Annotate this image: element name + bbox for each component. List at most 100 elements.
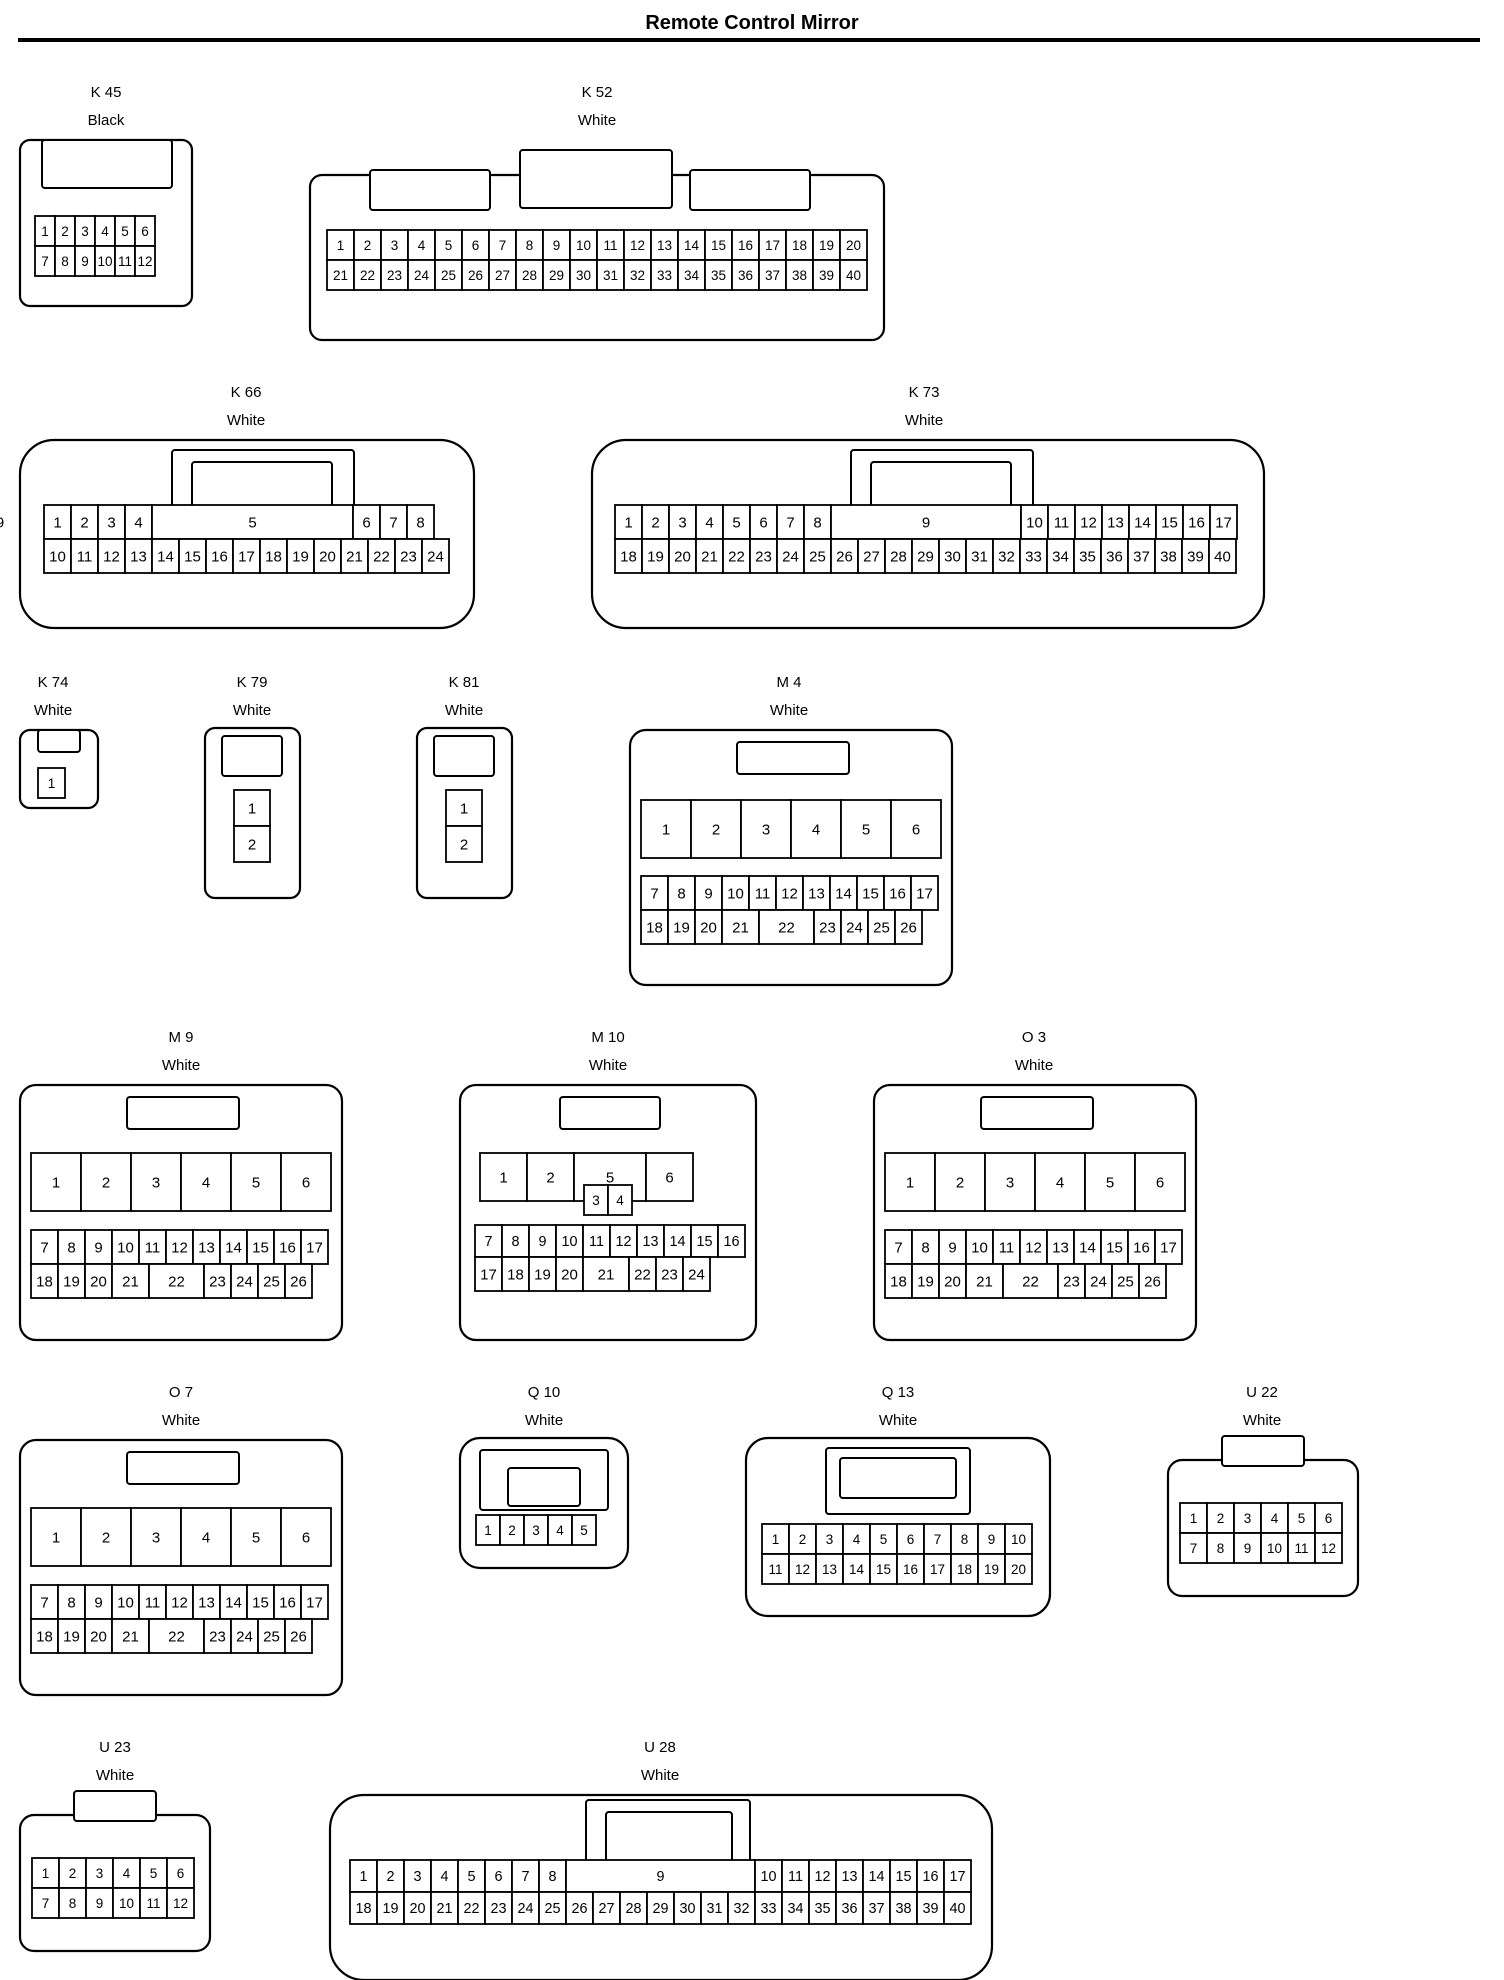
pin-cell — [896, 1523, 925, 1555]
pin-number: 9 — [553, 238, 561, 253]
pin-number: 21 — [976, 1273, 993, 1290]
pin-number: 25 — [441, 268, 456, 283]
pin-cell — [1111, 1263, 1140, 1299]
pin-cell — [641, 538, 670, 574]
pin-number: 6 — [472, 238, 480, 253]
pin-number: 16 — [922, 1869, 938, 1885]
pin-cell — [781, 1891, 810, 1925]
pin-number: 1 — [499, 1169, 507, 1186]
pin-cell — [280, 1507, 332, 1567]
pin-number: 33 — [760, 1901, 776, 1917]
pin-number: 8 — [416, 514, 424, 531]
pin-number: 8 — [67, 1239, 75, 1256]
pin-number: 5 — [248, 514, 256, 531]
pin-cell — [130, 1507, 182, 1567]
pin-number: 3 — [413, 1869, 421, 1885]
pin-number: 5 — [732, 514, 740, 531]
pin-number: 22 — [778, 919, 795, 936]
pin-number: 14 — [157, 548, 174, 565]
pin-number: 7 — [934, 1532, 942, 1547]
connector-id-k81: K 81 — [449, 674, 480, 691]
pin-cell — [740, 799, 792, 859]
pin-number: 27 — [863, 548, 880, 565]
pin-cell — [785, 259, 814, 291]
pin-cell — [965, 538, 994, 574]
pin-cell — [134, 245, 156, 277]
pin-cell — [582, 1256, 630, 1292]
pin-number: 7 — [389, 514, 397, 531]
pin-number: 15 — [711, 238, 726, 253]
pin-cell — [30, 1152, 82, 1212]
pin-cell — [542, 259, 571, 291]
housing-latch — [433, 735, 495, 777]
pin-cell — [1208, 538, 1237, 574]
pin-number: 26 — [836, 548, 853, 565]
pin-number: 20 — [409, 1901, 425, 1917]
pin-cell — [1128, 504, 1157, 540]
pin-number: 8 — [548, 1869, 556, 1885]
pin-number: 27 — [598, 1901, 614, 1917]
pin-number: 16 — [738, 238, 753, 253]
connector-id-k73: K 73 — [909, 384, 940, 401]
pin-number: 12 — [1025, 1239, 1042, 1256]
pin-cell — [349, 1891, 378, 1925]
pin-cell — [1154, 1229, 1183, 1265]
pin-number: 5 — [862, 821, 870, 838]
pin-number: 17 — [916, 885, 933, 902]
pin-cell — [445, 825, 483, 863]
pin-number: 3 — [592, 1193, 600, 1208]
pin-number: 10 — [49, 548, 66, 565]
pin-number: 8 — [1217, 1541, 1225, 1556]
pin-number: 7 — [521, 1869, 529, 1885]
pin-cell — [749, 538, 778, 574]
pin-number: 20 — [1011, 1562, 1026, 1577]
pin-number: 4 — [556, 1523, 564, 1538]
pin-cell — [695, 504, 724, 540]
pin-number: 26 — [1144, 1273, 1161, 1290]
pin-number: 10 — [971, 1239, 988, 1256]
pin-number: 5 — [880, 1532, 888, 1547]
pin-number: 10 — [727, 885, 744, 902]
pin-number: 24 — [414, 268, 430, 283]
pin-cell — [655, 1256, 684, 1292]
pin-cell — [461, 259, 490, 291]
pin-cell — [380, 259, 409, 291]
pin-number: 17 — [949, 1869, 965, 1885]
connector-id-o7: O 7 — [169, 1384, 193, 1401]
pin-cell — [165, 1229, 194, 1265]
pin-number: 20 — [90, 1628, 107, 1645]
pin-number: 34 — [787, 1901, 803, 1917]
pin-number: 11 — [145, 1239, 161, 1256]
pin-number: 3 — [391, 238, 399, 253]
pin-number: 10 — [119, 1896, 134, 1911]
pin-cell — [300, 1229, 329, 1265]
pin-number: 2 — [1217, 1511, 1225, 1526]
pin-cell — [812, 229, 841, 261]
pin-number: 2 — [364, 238, 372, 253]
pin-number: 7 — [40, 1594, 48, 1611]
pin-number: 19 — [984, 1562, 999, 1577]
pin-cell — [619, 1891, 648, 1925]
pin-cell — [1100, 538, 1129, 574]
connector-color-k73: White — [905, 412, 943, 429]
pin-number: 22 — [360, 268, 375, 283]
pin-number: 12 — [171, 1239, 188, 1256]
pin-cell — [376, 1859, 405, 1893]
pin-number: 1 — [41, 224, 49, 239]
connector-color-u22: White — [1243, 1412, 1281, 1429]
pin-cell — [802, 875, 831, 911]
pin-cell — [488, 229, 517, 261]
pin-cell — [58, 1857, 87, 1889]
pin-number: 19 — [819, 238, 834, 253]
pin-number: 39 — [1187, 548, 1204, 565]
pin-number: 23 — [400, 548, 417, 565]
pin-cell — [840, 799, 892, 859]
pin-number: 16 — [723, 1234, 739, 1250]
pin-number: 16 — [889, 885, 906, 902]
housing-latch — [736, 741, 850, 775]
pin-number: 31 — [603, 268, 618, 283]
pin-number: 38 — [895, 1901, 911, 1917]
pin-cell — [526, 1152, 575, 1202]
